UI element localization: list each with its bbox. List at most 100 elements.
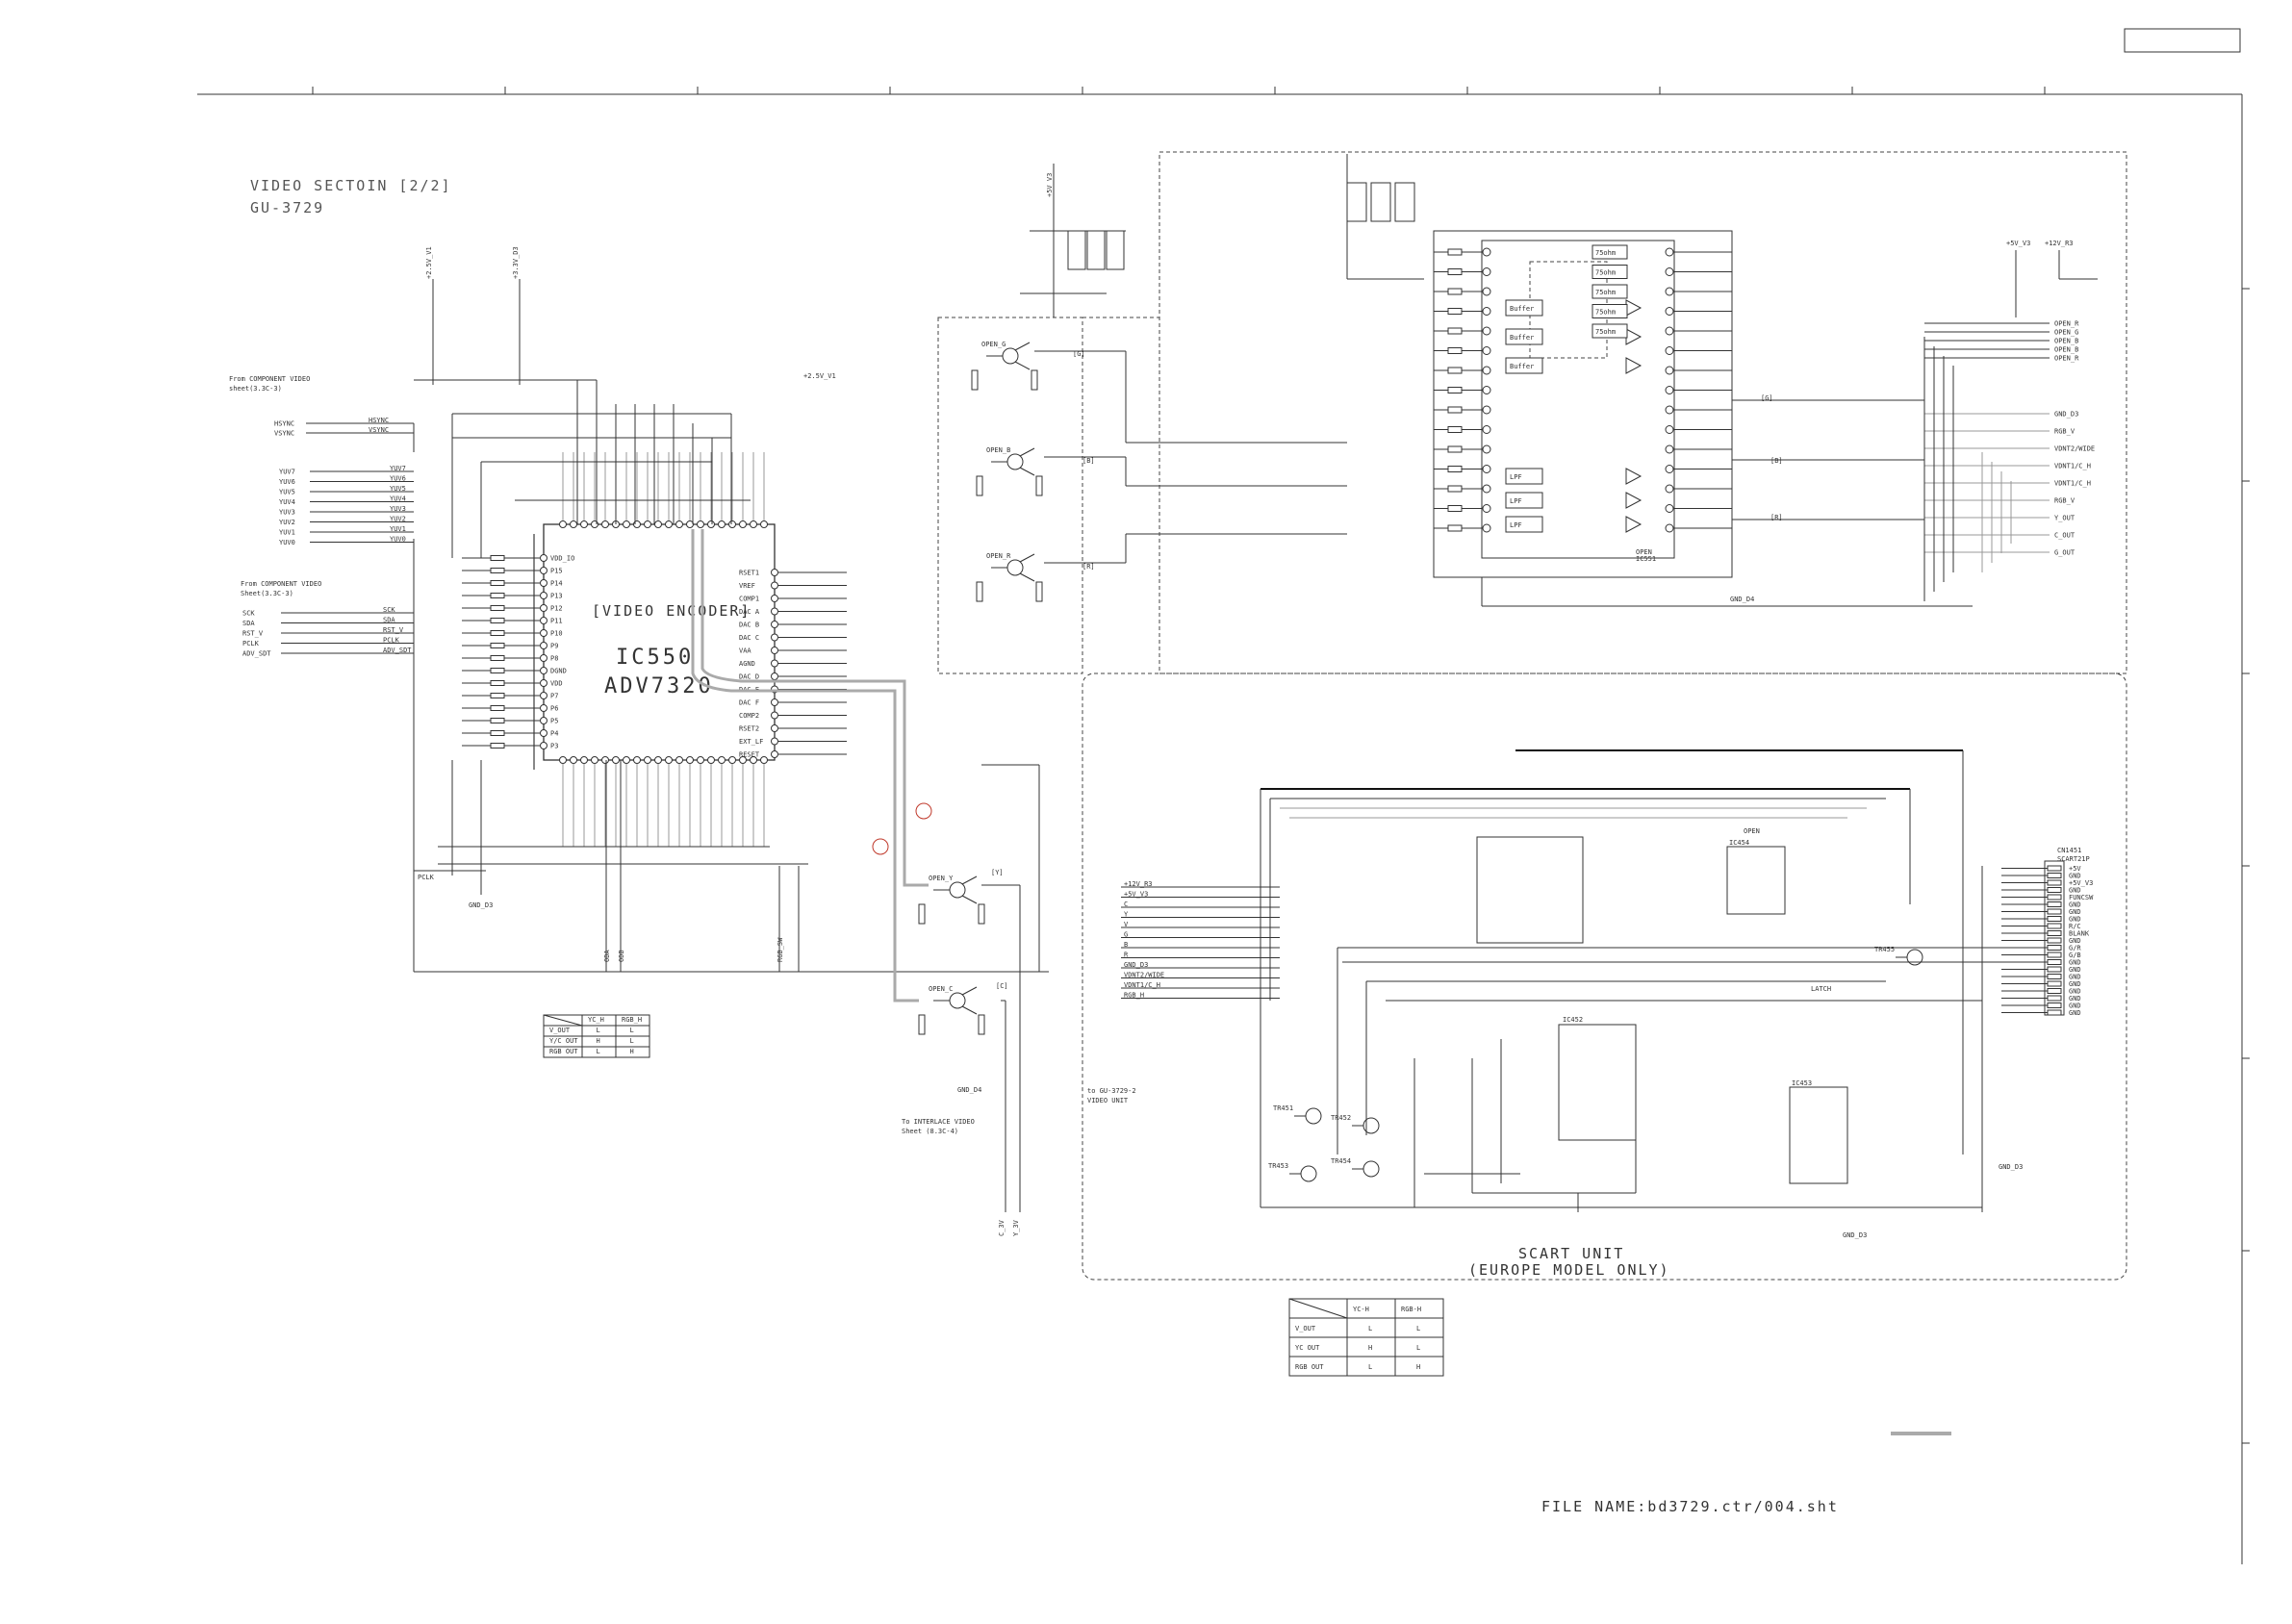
encoder-pin-label: P10 <box>550 630 563 638</box>
resistor <box>1447 387 1463 393</box>
driver-label: 75ohm <box>1595 269 1616 277</box>
encoder-pin-label: VREF <box>739 582 755 590</box>
filter-pin-dot <box>1482 523 1491 533</box>
truth-large-cell: V_OUT <box>1295 1325 1316 1332</box>
connector-pin <box>2047 1009 2062 1016</box>
filter-buffer-box <box>1505 516 1543 533</box>
encoder-pin-dot <box>540 692 548 699</box>
yuv-input-label: YUV5 <box>279 489 295 496</box>
filter-pin-dot <box>1482 465 1491 473</box>
encoder-pin-dot <box>540 667 548 674</box>
filter-pin-dot <box>1665 484 1674 494</box>
connector-pin-label: GND <box>2069 980 2081 988</box>
connector-pin <box>2047 873 2062 878</box>
filter-pin-dot <box>1665 346 1674 355</box>
encoder-pin-label: P13 <box>550 593 563 600</box>
input-signals: From COMPONENT VIDEO sheet(3.3C-3) HSYNC… <box>229 375 415 658</box>
ctrl-note-2: Sheet(3.3C-3) <box>241 590 293 597</box>
sync-input-label: VSYNC <box>274 430 294 438</box>
connector-pin-label: +5V_V3 <box>2069 879 2093 887</box>
truth-small-cell: L <box>630 1027 634 1034</box>
filter-pin-dot <box>1482 247 1491 257</box>
filter-part: OPEN <box>1636 548 1652 556</box>
driver-label: 75ohm <box>1595 328 1616 336</box>
connector-pin-label: GND <box>2069 887 2081 895</box>
encoder-pin-dot <box>540 717 548 724</box>
encoder-pin-dot <box>771 659 778 668</box>
filter-pin-dot <box>1665 504 1674 513</box>
truth-large-header: RGB-H <box>1401 1306 1421 1313</box>
encoder-pin-dot <box>675 520 683 528</box>
connector-pin-label: GND <box>2069 966 2081 974</box>
scart-transistor-label: TR453 <box>1268 1162 1288 1170</box>
connector-pin <box>2047 887 2062 893</box>
resistor <box>490 605 505 611</box>
truth-small-cell: L <box>597 1048 600 1055</box>
scart-transistor-symbol <box>1362 1160 1380 1178</box>
driver-box <box>1592 284 1628 299</box>
ctrl-note-1: From COMPONENT VIDEO <box>241 580 321 588</box>
connector-pin <box>2047 916 2062 922</box>
filter-buffer-box <box>1505 328 1543 345</box>
encoder-pin-dot <box>697 756 704 764</box>
resistor <box>1447 466 1463 472</box>
filter-buffer-box <box>1505 357 1543 374</box>
driver-box <box>1592 244 1628 260</box>
connector-pin-label: GND <box>2069 974 2081 981</box>
ctrl-input-label: SCK <box>242 610 255 618</box>
node-label-rgbsw: RGB_SW <box>777 937 784 962</box>
encoder-pin-dot <box>771 581 778 590</box>
encoder-pin-dot <box>601 756 609 764</box>
encoder-pin-label: P5 <box>550 718 558 725</box>
encoder-pin-dot <box>540 704 548 712</box>
encoder-pin-label: RESET <box>739 751 760 759</box>
input-note-2: sheet(3.3C-3) <box>229 385 282 393</box>
filter-supply-left: +5V_V3 <box>2006 240 2030 247</box>
ctrl-input-label: SDA <box>242 620 255 627</box>
filter-net-label: GND_D3 <box>2054 411 2078 419</box>
encoder-pin-label: VDD <box>550 680 563 688</box>
scart-net-label: R <box>1124 952 1129 959</box>
resistor <box>1031 369 1038 391</box>
resistor <box>1447 347 1463 354</box>
yuv-input-label: YUV7 <box>279 469 295 476</box>
node-label-odb: ODB <box>618 950 625 962</box>
resistor <box>490 705 505 711</box>
ctrl-net-label: RST_V <box>383 626 404 634</box>
encoder-pin-dot <box>654 756 662 764</box>
filter-buffer-label: LPF <box>1510 497 1522 505</box>
resistor <box>918 903 926 925</box>
transistor-lead <box>1019 447 1035 457</box>
yuv-input-label: YUV1 <box>279 529 295 537</box>
truth-small-cell: H <box>630 1048 634 1055</box>
resistor <box>490 680 505 686</box>
encoder-pin-dot <box>540 579 548 587</box>
filter-out-g: [G] <box>1761 394 1773 402</box>
encoder-pin-dot <box>559 756 567 764</box>
out-tag-g: [G] <box>1073 350 1085 358</box>
sheet-subtitle: GU-3729 <box>250 199 324 216</box>
encoder-pin-dot <box>570 520 577 528</box>
filter-pin-dot <box>1665 405 1674 415</box>
encoder-pin-dot <box>771 698 778 706</box>
truth-small-header: RGB_H <box>622 1016 642 1024</box>
filter-buffer-box <box>1505 299 1543 317</box>
filter-pin-dot <box>1665 366 1674 375</box>
encoder-pin-label: EXT_LF <box>739 738 763 746</box>
filter-pin-dot <box>1665 326 1674 336</box>
filter-pin-dot <box>1665 465 1674 473</box>
out-label-y: Y_3V <box>1012 1219 1020 1236</box>
filter-net-label: VDNT2/WIDE <box>2054 445 2095 453</box>
resistor <box>490 630 505 636</box>
yuv-net-label: YUV4 <box>390 495 406 503</box>
connector-pin-label: +5V <box>2069 865 2081 873</box>
encoder-pin-dot <box>771 569 778 576</box>
scart-connector-ref: CN1451 <box>2057 847 2081 854</box>
sync-net-label: VSYNC <box>369 426 389 434</box>
encoder-pin-dot <box>718 756 726 764</box>
encoder-pin-dot <box>686 520 694 528</box>
transistor-lead <box>961 875 978 885</box>
connector-pin-label: G/R <box>2069 945 2081 952</box>
filter-net-label: VDNT1/C_H <box>2054 463 2091 470</box>
